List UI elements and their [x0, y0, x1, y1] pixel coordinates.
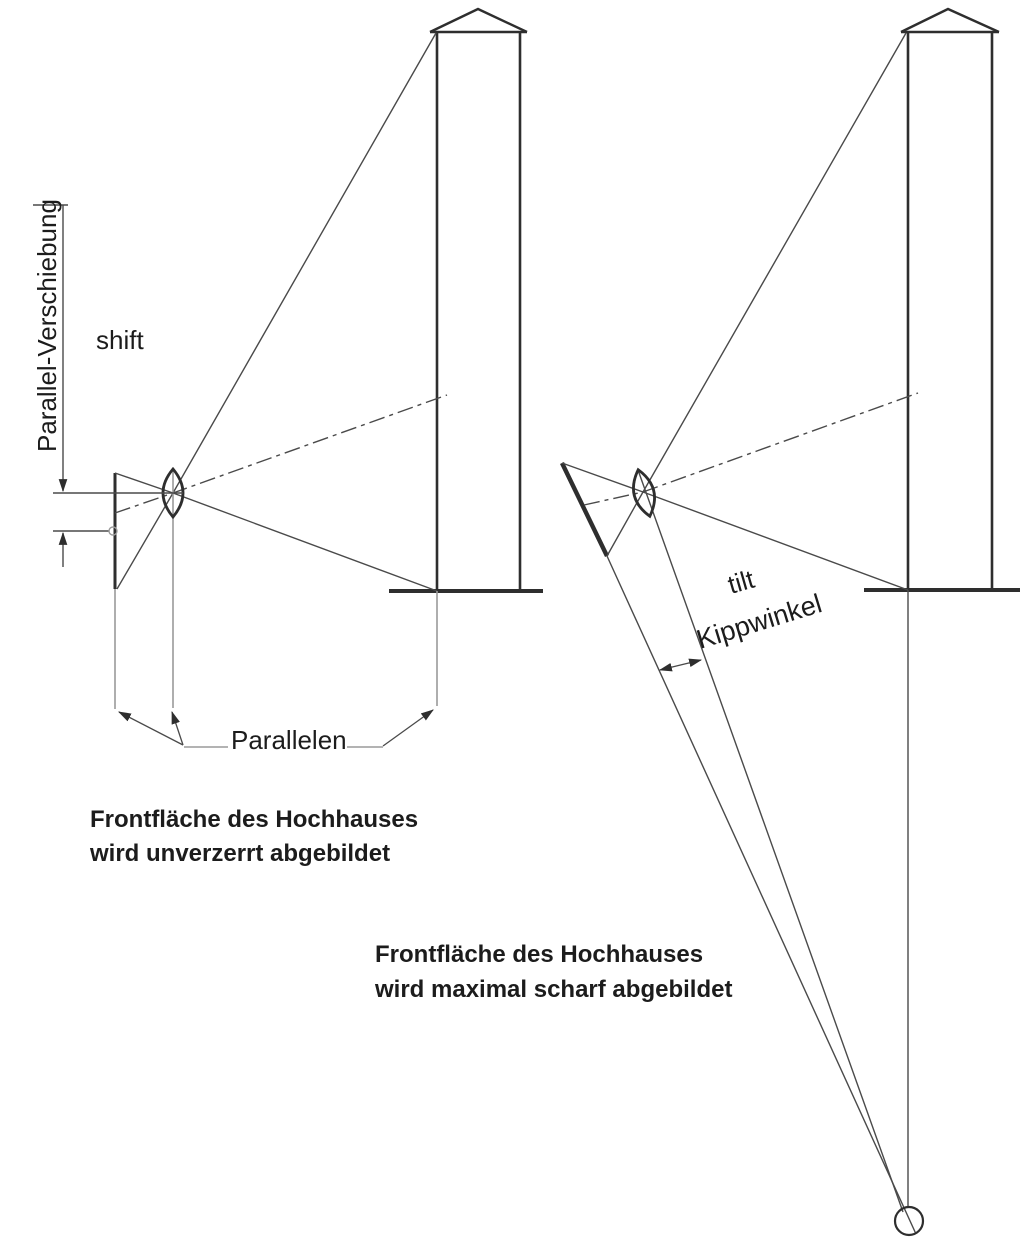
right-caption-line1: Frontfläche des Hochhauses	[375, 941, 703, 968]
shift-label: shift	[96, 325, 144, 355]
tilt-angle-arrow	[658, 658, 703, 672]
left-building-roof-peak	[429, 7, 528, 34]
left-shift-diagram: Parallel-Verschiebung shift Parallelen F…	[32, 7, 543, 867]
lens-plane-convergence-line	[637, 469, 904, 1213]
right-tilt-diagram: tilt Kippwinkel Frontfläche des Hochhaus…	[374, 7, 1020, 1237]
shift-dimension	[33, 204, 183, 567]
leader-arrow-film-plane	[118, 711, 184, 746]
leader-arrow-lens-plane	[171, 710, 184, 746]
right-caption-line2: wird maximal scharf abgebildet	[374, 976, 732, 1003]
scheimpflug-intersection-point	[893, 1205, 925, 1237]
tilt-label: tilt	[724, 564, 758, 600]
left-optical-axis	[114, 394, 448, 514]
right-building-roof-peak	[900, 7, 1000, 34]
film-plane-convergence-line	[606, 555, 917, 1235]
left-building	[389, 7, 543, 593]
right-optical-axis	[583, 392, 919, 506]
right-building	[864, 7, 1020, 592]
tilt-angle-label: Kippwinkel	[693, 588, 825, 654]
shift-dimension-label: Parallel-Verschiebung	[32, 199, 62, 452]
original-lens-position-marker	[108, 526, 118, 536]
left-caption-line1: Frontfläche des Hochhauses	[90, 806, 418, 833]
parallels-label: Parallelen	[231, 725, 347, 755]
right-film-plane-tilted	[560, 462, 609, 557]
left-caption-line2: wird unverzerrt abgebildet	[89, 840, 390, 867]
left-lens-icon	[161, 466, 185, 520]
parallels-leaders	[118, 709, 434, 748]
right-lens-icon-tilted	[632, 467, 656, 519]
right-ray-to-building-top	[606, 32, 907, 557]
leader-arrow-building-edge	[382, 709, 434, 747]
